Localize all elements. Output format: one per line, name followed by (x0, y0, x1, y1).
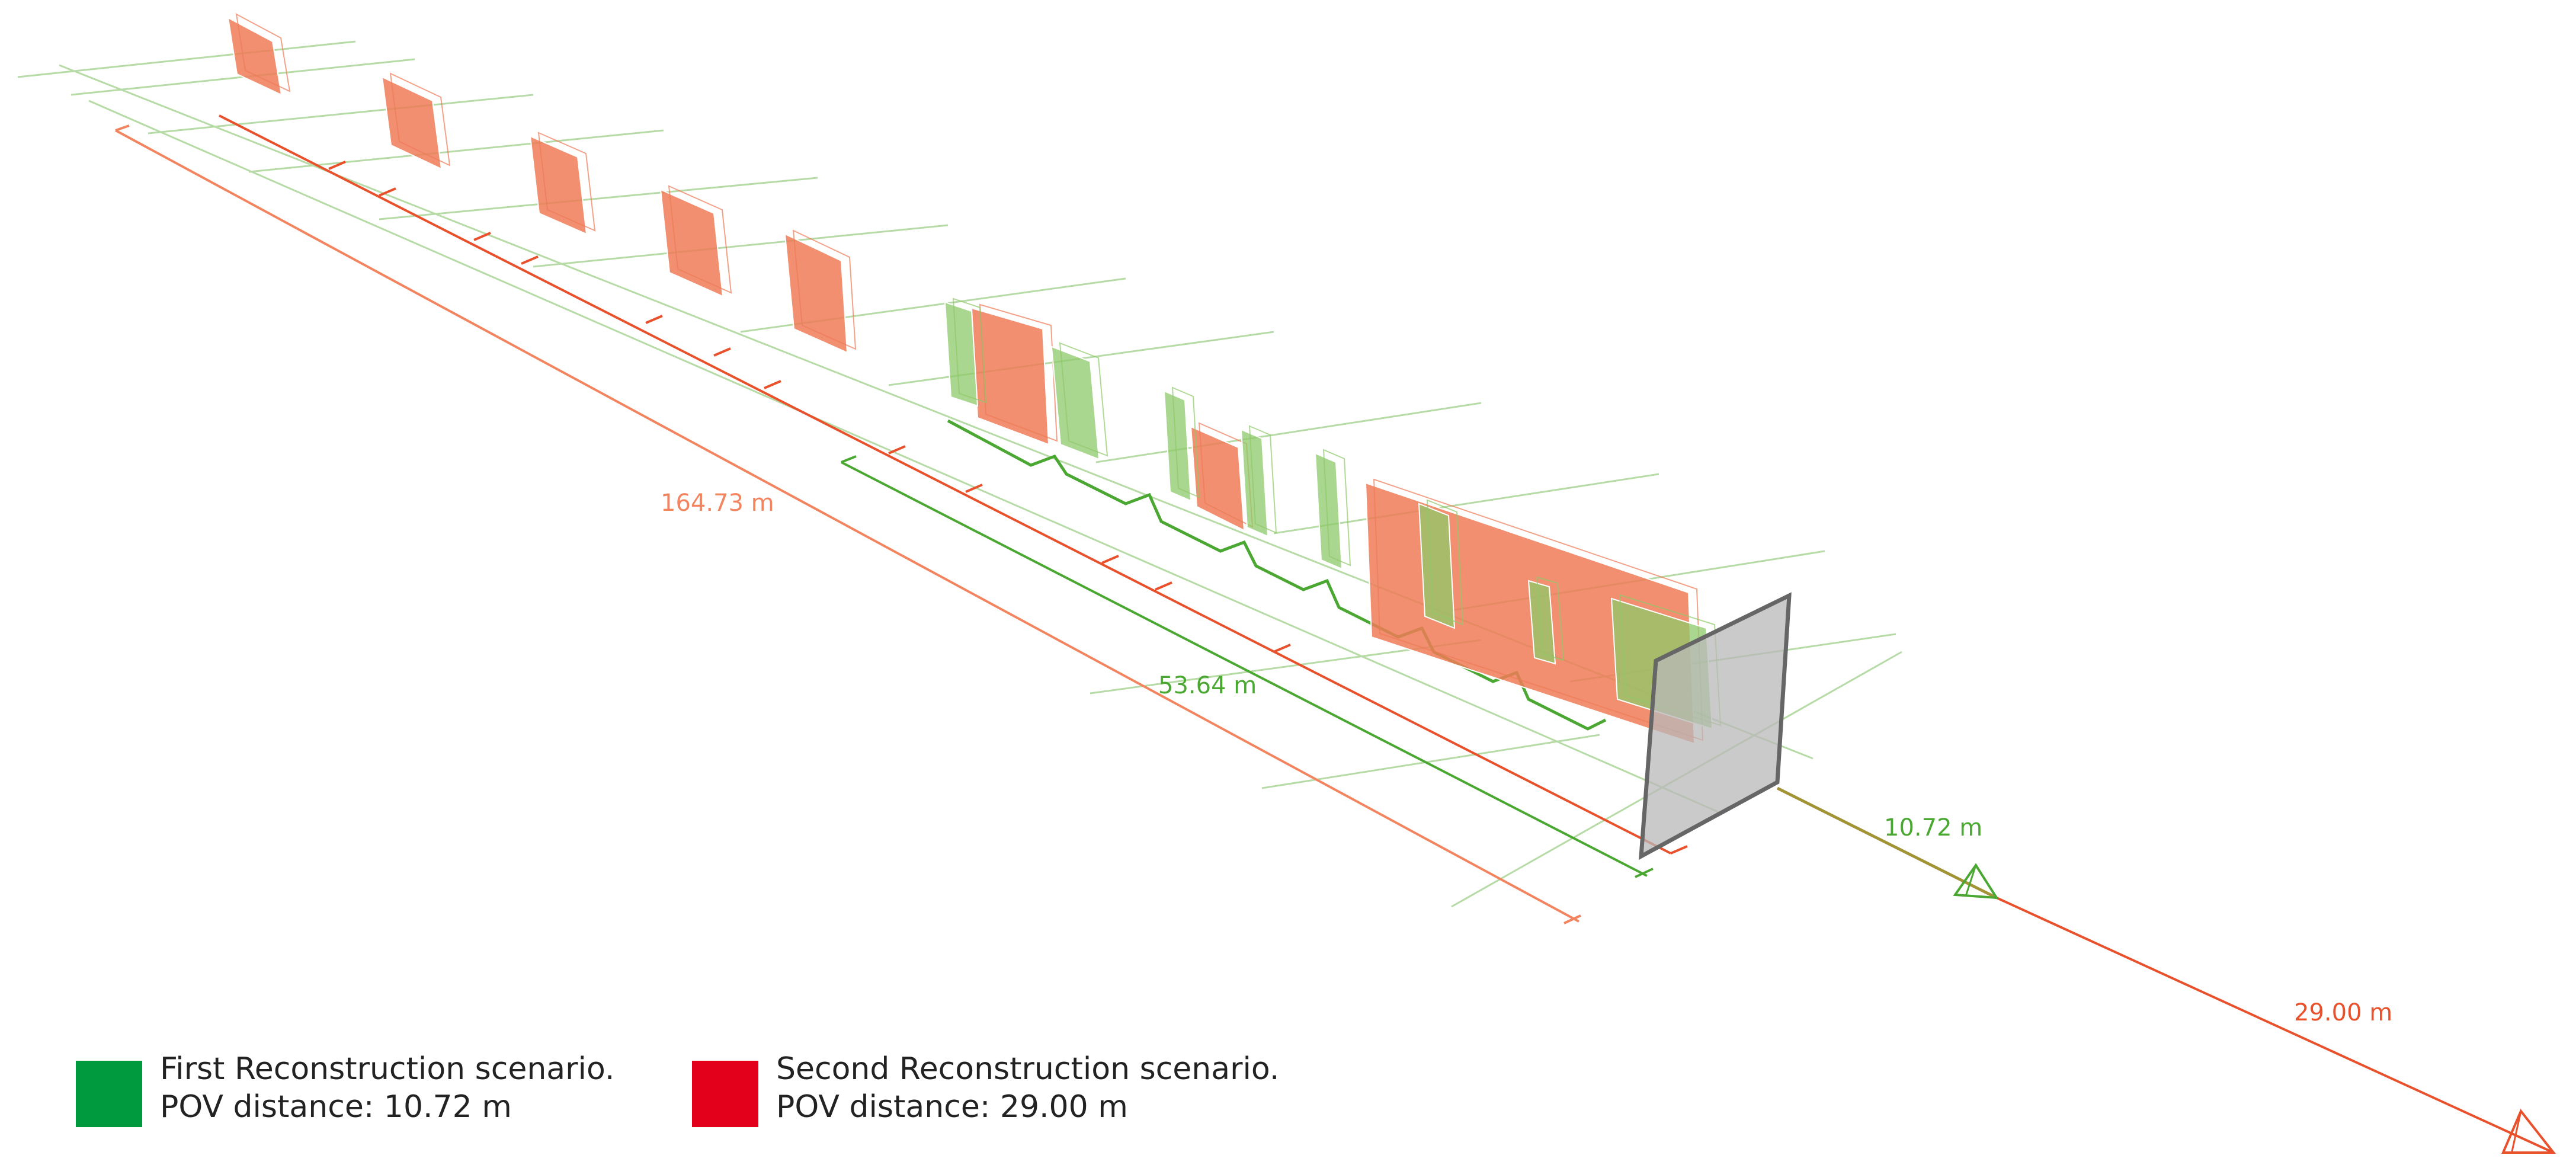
reconstruction-panel-red-outline (389, 72, 451, 167)
picture-plane-screen (1639, 592, 1792, 860)
grid-line (17, 40, 356, 78)
picture-plane (1639, 592, 1792, 860)
legend-text-first: First Reconstruction scenario. POV dista… (160, 1050, 614, 1126)
legend-text-second: Second Reconstruction scenario. POV dist… (776, 1050, 1279, 1126)
dimension-tick (115, 124, 130, 132)
dimension-tick (328, 161, 346, 170)
reconstruction-panel-green-outline (1248, 425, 1277, 534)
dimension-tick (1155, 581, 1172, 591)
reconstruction-panel-green (944, 301, 979, 407)
reconstruction-panel-red-outline (537, 132, 596, 232)
legend-second-line2: POV distance: 29.00 m (776, 1089, 1128, 1125)
pov-cone-red-edge (2511, 1111, 2522, 1152)
dimension-tick (379, 187, 396, 197)
legend-first-line1: First Reconstruction scenario. (160, 1051, 615, 1087)
reconstruction-panel-red-outline (792, 229, 857, 350)
dimension-tick (713, 347, 731, 357)
reconstruction-panel-green (1314, 452, 1343, 570)
grid-line (379, 177, 818, 220)
reconstruction-panel-green-outline (1322, 449, 1351, 567)
reconstruction-panel-red-outline (668, 185, 732, 294)
reconstruction-panel-green-outline (1171, 386, 1200, 498)
reconstruction-panel-red (227, 17, 283, 96)
reconstruction-panel-red (784, 233, 848, 354)
grid-line (148, 94, 534, 135)
dimension-tick (645, 315, 663, 324)
reconstruction-panels (227, 13, 1722, 745)
legend-second-line1: Second Reconstruction scenario. (776, 1051, 1280, 1087)
pov-cone-green (1953, 863, 1999, 900)
dimension-label-pov-red: 29.00 m (2294, 999, 2392, 1026)
dimension-label-pov-green: 10.72 m (1884, 814, 1982, 841)
dimension-tick (1563, 914, 1581, 924)
reconstruction-panel-green-outline (1059, 342, 1108, 457)
dimension-tick (764, 380, 781, 389)
grid-line (1261, 734, 1600, 789)
ground-grid (17, 40, 1902, 908)
grid-line (88, 100, 1719, 813)
dimension-line-total-green (841, 461, 1648, 877)
reconstruction-panel-green (1527, 580, 1556, 665)
dimension-line-red (219, 114, 1671, 855)
dimension-lines (115, 114, 1688, 924)
point-of-view-markers (1776, 786, 2556, 1154)
pov-line-green (1776, 786, 1998, 900)
reconstruction-panel-green-outline (1426, 499, 1464, 626)
dimension-line-total-red (115, 129, 1579, 923)
pov-cone-green-edge (1965, 865, 1977, 897)
dimension-tick (1635, 868, 1654, 878)
dimension-label-total-red: 164.73 m (661, 489, 774, 517)
reconstruction-panel-red (529, 135, 588, 235)
dimension-tick (1670, 845, 1688, 855)
reconstruction-panel-green (1163, 390, 1192, 502)
dimension-tick (473, 232, 491, 241)
dimension-tick (888, 445, 906, 455)
reconstruction-panel-green (1418, 503, 1456, 629)
reconstruction-panel-green-outline (1536, 576, 1565, 661)
dimension-tick (1101, 555, 1119, 564)
reconstruction-panel-red (381, 76, 443, 170)
reconstruction-panel-red (1190, 425, 1245, 532)
dimension-tick (1273, 644, 1291, 653)
dimension-tick (965, 484, 983, 493)
dimension-label-total-green: 53.64 m (1158, 672, 1257, 699)
legend-first-line2: POV distance: 10.72 m (160, 1089, 512, 1125)
reconstruction-panel-green-outline (952, 297, 987, 404)
legend-second-scenario: Second Reconstruction scenario. POV dist… (692, 1050, 1279, 1127)
dimension-tick (841, 455, 857, 463)
dimension-labels: 164.73 m 53.64 m 10.72 m 29.00 m (661, 489, 2392, 1026)
reconstruction-panel-green (1050, 345, 1100, 460)
legend-swatch-red (692, 1061, 758, 1127)
grid-line (533, 224, 949, 268)
dimension-tick (521, 255, 539, 265)
reconstruction-panel-green (1240, 428, 1269, 537)
reconstruction-panel-red (659, 188, 724, 297)
legend-swatch-green (76, 1061, 142, 1127)
legend-first-scenario: First Reconstruction scenario. POV dista… (76, 1050, 614, 1127)
pov-cone-red (2501, 1109, 2556, 1154)
reconstruction-panel-red-outline (235, 13, 291, 92)
grid-line (1095, 402, 1482, 463)
reconstruction-panel-red (970, 307, 1050, 446)
pov-line-red (1996, 897, 2554, 1154)
